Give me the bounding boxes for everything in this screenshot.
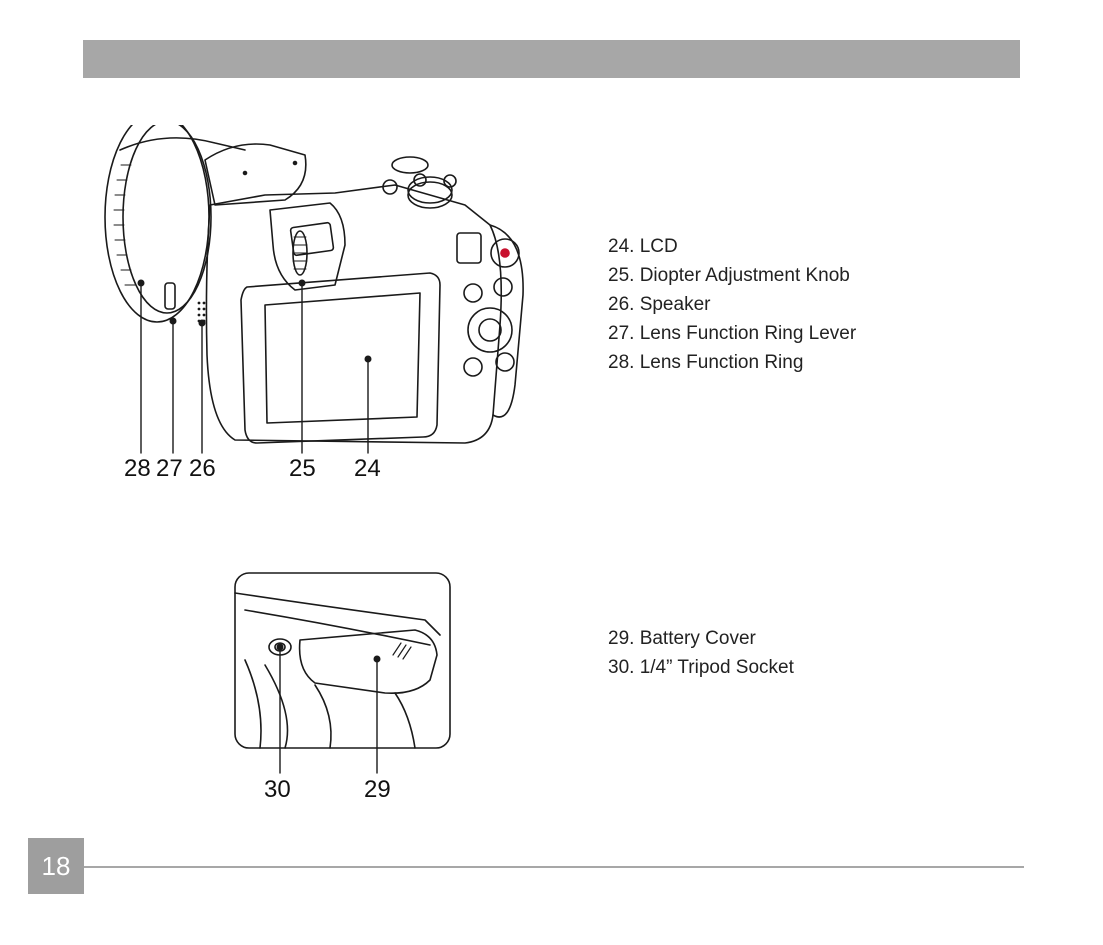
callout-30: 30 [264,776,291,803]
detail-frame [234,572,451,749]
page-number: 18 [28,838,84,894]
legend-item-battery-cover: 29. Battery Cover [608,628,756,649]
legend-bottom: 29. Battery Cover 30. 1/4” Tripod Socket [608,624,794,682]
camera-rear-illustration: 28 27 26 25 24 [95,111,535,495]
legend-item-lcd: 24. LCD [608,236,678,257]
callout-24: 24 [354,455,381,482]
legend-top: 24. LCD 25. Diopter Adjustment Knob 26. … [608,232,856,377]
legend-item-diopter: 25. Diopter Adjustment Knob [608,265,850,286]
legend-item-lens-ring-lever: 27. Lens Function Ring Lever [608,323,857,344]
battery-cover-shape [298,629,438,695]
header-bar [83,40,1020,78]
legend-item-tripod-socket: 30. 1/4” Tripod Socket [608,657,794,678]
legend-item-speaker: 26. Speaker [608,294,711,315]
camera-bottom-illustration: 30 29 [225,565,465,810]
callout-29: 29 [364,776,391,803]
callout-28: 28 [124,455,151,482]
callout-26: 26 [189,455,216,482]
camera-rear-line-art [104,111,524,454]
callout-25: 25 [289,455,316,482]
callout-27: 27 [156,455,183,482]
footer-rule [84,866,1024,868]
camera-bottom-line-art [234,572,451,774]
legend-item-lens-ring: 28. Lens Function Ring [608,352,804,373]
